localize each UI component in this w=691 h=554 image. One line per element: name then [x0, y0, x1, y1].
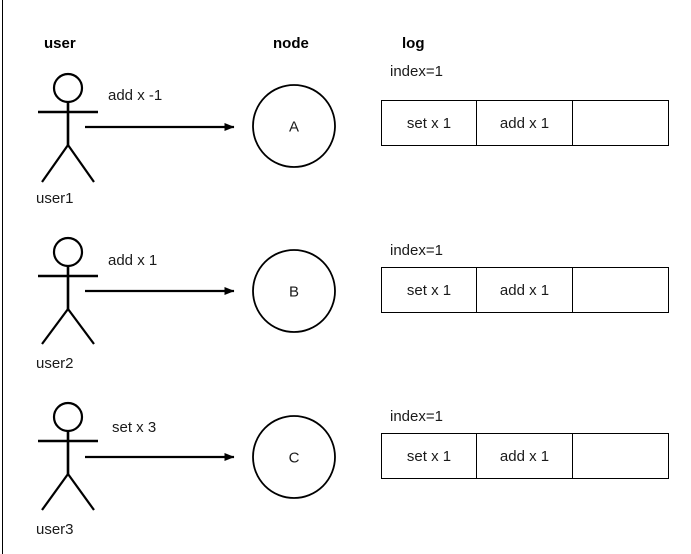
- edge-label-row-3: set x 3: [112, 419, 157, 436]
- table-row: set x 1 add x 1: [381, 100, 669, 146]
- actor-caption-user1: user1: [36, 190, 74, 207]
- column-header-log: log: [402, 35, 425, 52]
- log-cell-0[interactable]: set x 1: [381, 100, 477, 146]
- node-label-c: C: [288, 449, 300, 467]
- node-circle-a: [252, 84, 336, 168]
- edge-label-row-1: add x -1: [108, 87, 163, 104]
- actor-user1: [38, 72, 98, 183]
- log-cell-1[interactable]: add x 1: [476, 433, 573, 479]
- log-index-label-row-1: index=1: [390, 63, 443, 80]
- log-cell-0[interactable]: set x 1: [381, 267, 477, 313]
- left-border-rule: [2, 0, 3, 554]
- actor-user2: [38, 236, 98, 345]
- actor-user3: [38, 401, 98, 511]
- node-label-a: A: [288, 118, 300, 136]
- log-table-row-3: set x 1 add x 1: [381, 433, 669, 479]
- column-header-node: node: [273, 35, 309, 52]
- edge-label-row-2: add x 1: [108, 252, 158, 269]
- node-circle-c: [252, 415, 336, 499]
- log-cell-0[interactable]: set x 1: [381, 433, 477, 479]
- log-table-row-1: set x 1 add x 1: [381, 100, 669, 146]
- table-row: set x 1 add x 1: [381, 433, 669, 479]
- log-cell-1[interactable]: add x 1: [476, 267, 573, 313]
- log-cell-1[interactable]: add x 1: [476, 100, 573, 146]
- node-circle-b: [252, 249, 336, 333]
- log-cell-2[interactable]: [572, 433, 669, 479]
- column-header-user: user: [44, 35, 76, 52]
- node-label-b: B: [288, 283, 300, 301]
- log-index-label-row-2: index=1: [390, 242, 443, 259]
- log-cell-2[interactable]: [572, 267, 669, 313]
- actor-caption-user3: user3: [36, 521, 74, 538]
- actor-caption-user2: user2: [36, 355, 74, 372]
- log-table-row-2: set x 1 add x 1: [381, 267, 669, 313]
- table-row: set x 1 add x 1: [381, 267, 669, 313]
- log-cell-2[interactable]: [572, 100, 669, 146]
- log-index-label-row-3: index=1: [390, 408, 443, 425]
